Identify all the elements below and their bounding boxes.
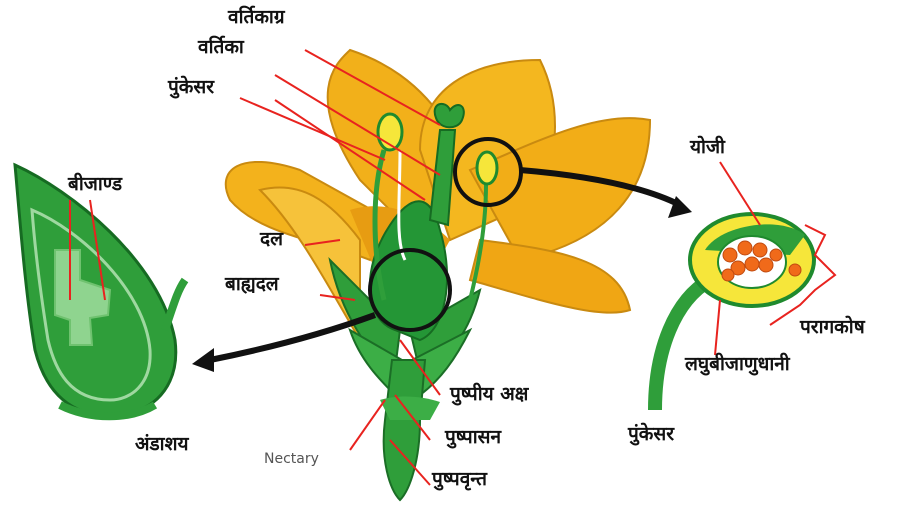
label-stamen-left: पुंकेसर — [168, 78, 214, 97]
label-nectary: Nectary — [264, 452, 319, 466]
label-receptacle: पुष्पासन — [445, 428, 501, 447]
label-microsporangium: लघुबीजाणुधानी — [685, 355, 790, 374]
label-sepal: बाह्यदल — [225, 275, 279, 294]
label-anther: परागकोष — [800, 318, 865, 337]
anther-detail — [655, 214, 835, 410]
label-connective: योजी — [690, 138, 725, 157]
label-style: वर्तिका — [198, 38, 244, 57]
label-pedicel: पुष्पवृन्त — [432, 470, 487, 489]
ovary-detail — [15, 165, 185, 416]
label-stigma: वर्तिकाग्र — [228, 8, 285, 27]
label-ovule: बीजाण्ड — [68, 175, 122, 194]
label-petal: दल — [260, 230, 283, 249]
label-stamen-right: पुंकेसर — [628, 425, 674, 444]
label-ovary: अंडाशय — [135, 435, 189, 454]
label-floral-axis: पुष्पीय अक्ष — [450, 385, 528, 404]
